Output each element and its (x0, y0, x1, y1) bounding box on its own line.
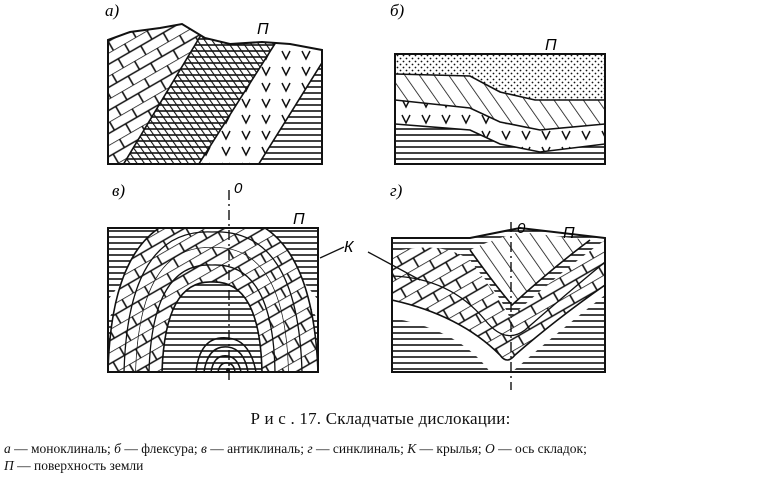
panel-v-label: в) (112, 181, 125, 200)
panel-a-surface-label: П (257, 21, 269, 38)
legend-key-g: г (307, 441, 313, 456)
legend-key-a: а (4, 441, 11, 456)
legend-key-p: П (4, 458, 14, 473)
legend-key-b: б (114, 441, 121, 456)
legend-text-b: — флексура; (120, 441, 201, 456)
panel-g-syncline (367, 222, 606, 390)
panel-g-axis-label: 0 (517, 220, 526, 237)
figure-caption-title: Р и с . 17. Складчатые дислокации: (250, 409, 511, 428)
legend-key-k: К (407, 441, 417, 456)
panel-g-label: г) (390, 181, 403, 200)
legend-text-v: — антиклиналь; (206, 441, 308, 456)
panel-b-surface-label: П (545, 37, 557, 54)
legend-text-a: — моноклиналь; (10, 441, 115, 456)
legend-text-g: — синклиналь; (312, 441, 408, 456)
panel-a-label: а) (105, 1, 120, 20)
legend-text-k: — крылья; (416, 441, 486, 456)
panel-v-surface-label: П (293, 211, 305, 228)
panel-g-surface-label: П (563, 225, 575, 242)
folded-dislocations-figure: а) П б) П (105, 1, 606, 390)
panel-b-flexure (394, 53, 606, 165)
legend-text-p: — поверхность земли (13, 458, 144, 473)
panel-a-monocline (107, 22, 323, 165)
wings-label: К (344, 239, 355, 256)
figure-caption-legend: а — моноклиналь; б — флексура; в — антик… (4, 440, 756, 474)
legend-text-o: — ось складок; (494, 441, 587, 456)
legend-key-o: О (485, 441, 495, 456)
panel-b-label: б) (390, 1, 405, 20)
legend-key-v: в (201, 441, 207, 456)
panel-v-axis-label: 0 (234, 180, 243, 197)
panel-v-anticline (107, 190, 345, 380)
